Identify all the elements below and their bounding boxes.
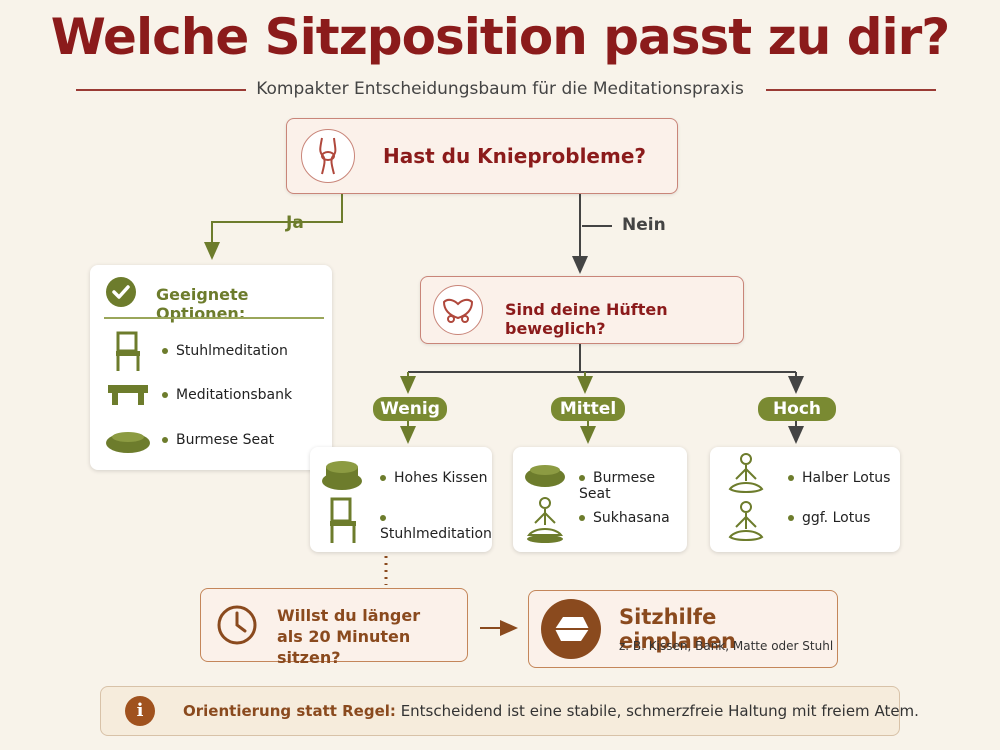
- page-title: Welche Sitzposition passt zu dir?: [50, 8, 951, 66]
- list-item: Sukhasana: [579, 510, 670, 526]
- chair-icon: [324, 497, 364, 545]
- subtitle-rule-left: [76, 89, 246, 91]
- list-item: ggf. Lotus: [788, 510, 870, 526]
- question-duration: Willst du länger als 20 Minuten sitzen?: [200, 588, 468, 667]
- level-card-medium: Burmese Seat Sukhasana: [513, 447, 687, 552]
- list-item: Hohes Kissen: [380, 470, 487, 486]
- level-card-low: Hohes Kissen Stuhlmeditation: [310, 447, 492, 552]
- level-pill-low: Wenig: [373, 397, 447, 421]
- list-item: Burmese Seat: [579, 470, 656, 502]
- options-divider: [104, 317, 324, 319]
- hip-icon: [433, 285, 483, 335]
- options-card: Geeignete Optionen: Stuhlmeditation Medi…: [90, 265, 332, 470]
- subtitle-rule-right: [766, 89, 936, 91]
- question-knee-text: Hast du Knieprobleme?: [383, 144, 646, 168]
- result-box: Sitzhilfe einplanen z. B. Kissen, Bank, …: [528, 590, 838, 668]
- question-hips-text: Sind deine Hüften beweglich?: [505, 300, 668, 338]
- note-text: Orientierung statt Regel: Entscheidend i…: [183, 702, 919, 720]
- question-knee: Hast du Knieprobleme?: [286, 118, 678, 194]
- cushion-icon: [523, 459, 567, 489]
- note-bar: i Orientierung statt Regel: Entscheidend…: [100, 686, 919, 736]
- level-pill-medium: Mittel: [551, 397, 625, 421]
- knee-icon: [301, 129, 355, 183]
- list-item: Stuhlmeditation: [380, 510, 492, 542]
- seated-figure-icon: [523, 495, 567, 545]
- level-pill-high: Hoch: [758, 397, 836, 421]
- cushion-icon: [541, 599, 601, 659]
- note-body: Entscheidend ist eine stabile, schmerzfr…: [400, 702, 919, 720]
- lotus-icon: [724, 499, 768, 545]
- result-subtitle: z. B. Kissen, Bank, Matte oder Stuhl: [619, 639, 834, 653]
- info-icon: i: [125, 696, 155, 726]
- list-item: Stuhlmeditation: [162, 343, 288, 359]
- question-duration-text: Willst du länger als 20 Minuten sitzen?: [277, 606, 421, 667]
- list-item: Burmese Seat: [162, 432, 274, 448]
- question-hips: Sind deine Hüften beweglich?: [420, 276, 744, 344]
- connector-yes: [204, 194, 343, 260]
- result-title: Sitzhilfe einplanen: [619, 605, 736, 653]
- cushion-icon: [104, 425, 152, 455]
- bench-icon: [104, 379, 152, 409]
- clock-icon: [215, 603, 259, 647]
- high-cushion-icon: [320, 457, 364, 491]
- chair-icon: [108, 331, 148, 373]
- level-card-high: Halber Lotus ggf. Lotus: [710, 447, 900, 552]
- page-subtitle: Kompakter Entscheidungsbaum für die Medi…: [256, 79, 744, 99]
- branch-label-no: Nein: [622, 215, 666, 235]
- list-item: Meditationsbank: [162, 387, 292, 403]
- checkmark-icon: [106, 277, 136, 307]
- note-label: Orientierung statt Regel:: [183, 702, 396, 720]
- branch-label-yes: Ja: [286, 213, 304, 233]
- half-lotus-icon: [724, 451, 768, 497]
- list-item: Halber Lotus: [788, 470, 890, 486]
